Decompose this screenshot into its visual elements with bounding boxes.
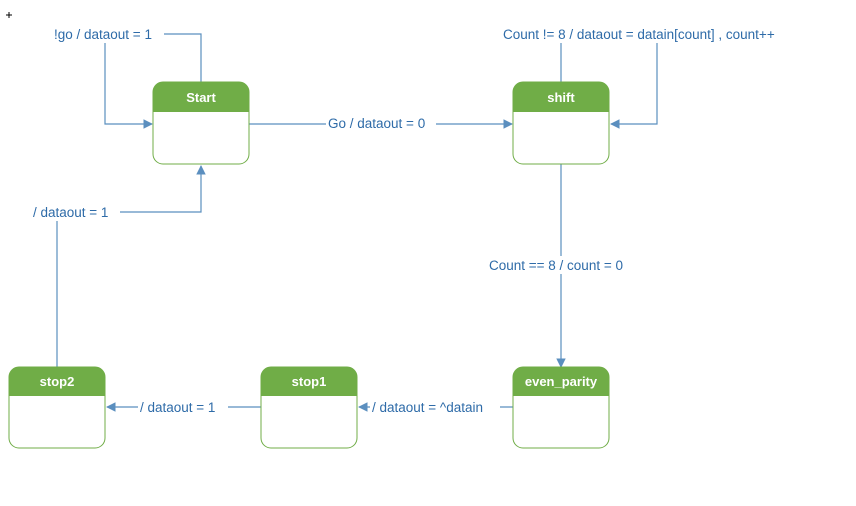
svg-text:/ dataout = 1: / dataout = 1 — [140, 400, 215, 415]
state-shift-title: shift — [547, 90, 575, 105]
label-start-self-loop: !go / dataout = 1 — [52, 25, 164, 43]
state-start: Start — [152, 81, 250, 165]
state-stop2-title: stop2 — [40, 374, 75, 389]
edge-stop2-to-start — [56, 165, 206, 367]
svg-text:Go / dataout = 0: Go / dataout = 0 — [328, 116, 425, 131]
svg-text:/ dataout = 1: / dataout = 1 — [33, 205, 108, 220]
label-stop1-to-stop2: / dataout = 1 — [138, 398, 228, 416]
state-stop1: stop1 — [260, 366, 358, 449]
crosshair-cursor-icon — [6, 12, 12, 18]
state-even-parity: even_parity — [512, 366, 610, 449]
state-shift: shift — [512, 81, 610, 165]
svg-text:/ dataout = ^datain: / dataout = ^datain — [372, 400, 483, 415]
state-start-title: Start — [186, 90, 216, 105]
label-start-to-shift: Go / dataout = 0 — [326, 115, 436, 133]
svg-text:Count != 8 / dataout = datain[: Count != 8 / dataout = datain[count] , c… — [503, 27, 775, 42]
label-even-parity-to-stop1: / dataout = ^datain — [370, 398, 500, 416]
label-stop2-to-start: / dataout = 1 — [30, 203, 120, 221]
state-stop2: stop2 — [8, 366, 106, 449]
label-shift-to-even-parity: Count == 8 / count = 0 — [486, 256, 636, 274]
label-shift-self-loop: Count != 8 / dataout = datain[count] , c… — [501, 25, 807, 43]
svg-text:Count == 8 / count = 0: Count == 8 / count = 0 — [489, 258, 623, 273]
state-stop1-title: stop1 — [292, 374, 327, 389]
svg-text:!go / dataout = 1: !go / dataout = 1 — [54, 27, 152, 42]
state-even-parity-title: even_parity — [525, 374, 598, 389]
